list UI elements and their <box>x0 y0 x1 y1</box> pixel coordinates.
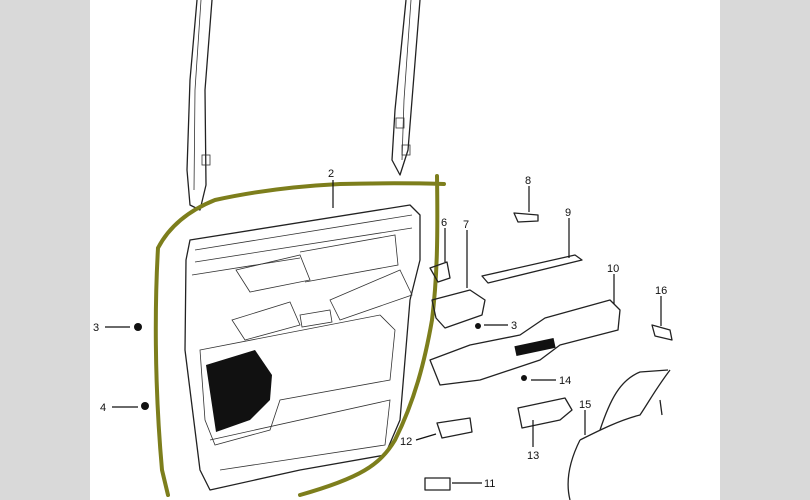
nut-4 <box>141 402 149 410</box>
callout-4: 4 <box>100 402 106 414</box>
part-13-pull-cup <box>517 397 573 429</box>
part-15-wiring-harness <box>567 369 671 500</box>
part-6-cover <box>429 261 451 283</box>
callout-9: 9 <box>565 207 571 219</box>
door-trim-panel <box>184 204 421 491</box>
callout-12: 12 <box>400 436 412 448</box>
callout-16: 16 <box>655 285 667 297</box>
nut-3-right <box>475 323 481 329</box>
door-frame <box>186 0 421 211</box>
part-16-switch <box>651 324 673 341</box>
nut-3-left <box>134 323 142 331</box>
highlight-outline <box>153 174 446 497</box>
callout-14: 14 <box>559 375 571 387</box>
callout-6: 6 <box>441 217 447 229</box>
callout-8: 8 <box>525 175 531 187</box>
callout-3-right: 3 <box>511 320 517 332</box>
leader-lines <box>105 180 662 484</box>
armrest-switch-slot <box>514 337 556 357</box>
part-8-clip <box>513 212 539 223</box>
part-9-strip <box>481 254 583 284</box>
part-7-handle <box>431 289 486 329</box>
part-11-switch <box>424 477 451 491</box>
callout-2: 2 <box>328 168 334 180</box>
callout-3-left: 3 <box>93 322 99 334</box>
part-10-armrest <box>429 299 621 386</box>
callout-15: 15 <box>579 399 591 411</box>
callout-10: 10 <box>607 263 619 275</box>
callout-13: 13 <box>527 450 539 462</box>
nut-14 <box>521 375 527 381</box>
speaker-grille <box>206 350 272 432</box>
part-12-bezel <box>436 417 473 439</box>
callout-11: 11 <box>484 478 495 490</box>
callout-7: 7 <box>463 219 469 231</box>
